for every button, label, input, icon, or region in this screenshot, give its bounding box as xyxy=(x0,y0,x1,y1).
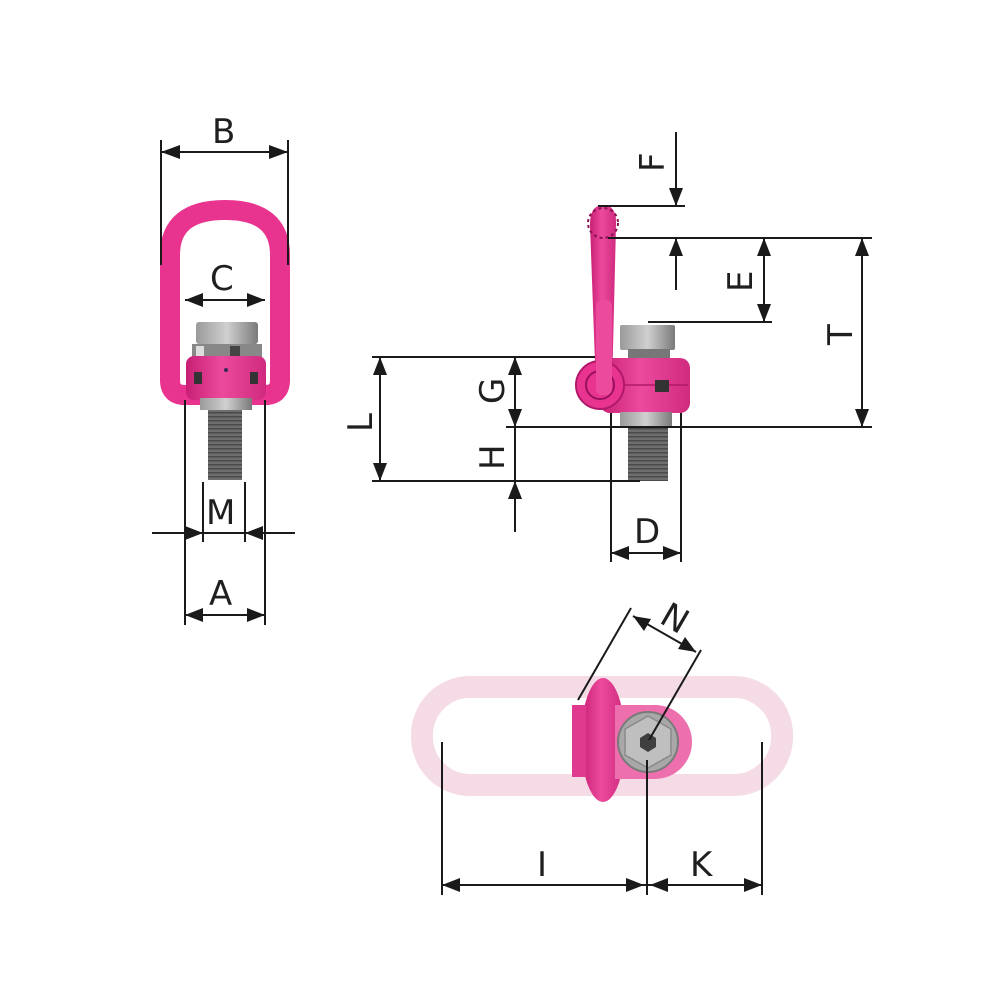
swivel-body xyxy=(186,356,266,400)
dim-label-H: H xyxy=(473,444,513,470)
lifting-ring xyxy=(160,199,290,405)
dim-label-L: L xyxy=(341,413,381,432)
dim-label-K: K xyxy=(690,845,714,885)
dim-label-F: F xyxy=(633,152,673,172)
dim-label-C: C xyxy=(210,259,234,299)
front-view-dimensions: B C M A xyxy=(152,112,295,625)
hex-socket xyxy=(640,733,656,752)
front-view xyxy=(160,199,290,480)
dim-label-T: T xyxy=(821,324,861,346)
hex-nut-side xyxy=(620,325,675,350)
threaded-bolt-side xyxy=(628,428,668,481)
dim-label-B: B xyxy=(212,112,235,152)
pivot-disc-top xyxy=(581,678,625,802)
dim-label-M: M xyxy=(206,493,235,533)
dim-label-A: A xyxy=(209,574,232,614)
dim-label-G: G xyxy=(473,378,513,404)
dim-label-I: I xyxy=(537,845,547,885)
threaded-bolt xyxy=(208,410,242,480)
side-view xyxy=(575,205,690,481)
dim-label-E: E xyxy=(721,271,761,292)
side-view-dimensions: F E T L G H D xyxy=(341,132,872,562)
dim-label-N: N xyxy=(654,595,696,642)
top-view xyxy=(411,676,793,802)
hex-nut xyxy=(196,322,258,344)
dim-label-D: D xyxy=(634,512,660,552)
